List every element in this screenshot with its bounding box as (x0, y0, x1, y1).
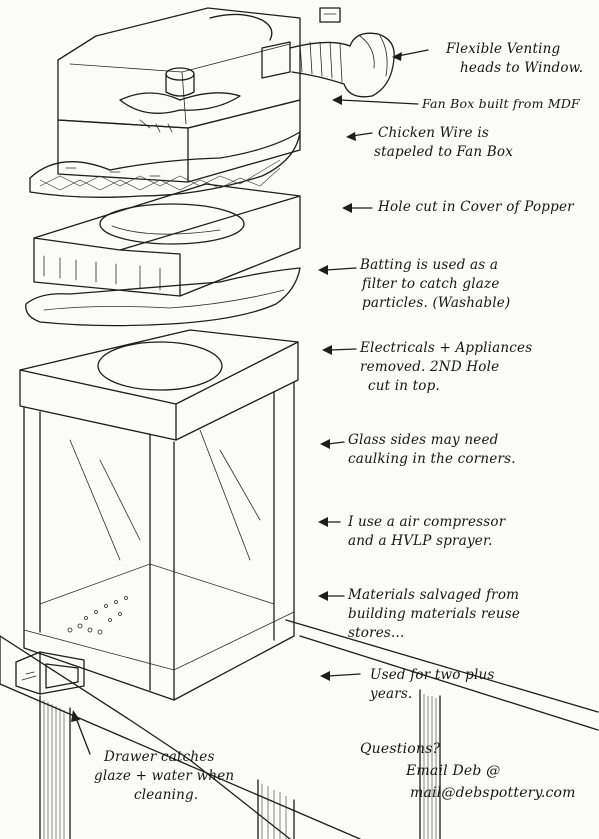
label-line: Glass sides may need (348, 432, 499, 448)
leader-arrows (71, 49, 429, 755)
label-line: stores... (348, 625, 405, 641)
label-line: Drawer catches (104, 749, 215, 765)
label-line: I use a air compressor (348, 514, 506, 530)
label-line: Flexible Venting (446, 41, 561, 57)
label-flexible-venting: Flexible Venting heads to Window. (446, 40, 583, 78)
booth-cabinet-drawing (15, 329, 299, 701)
label-chicken-wire: Chicken Wire is stapeled to Fan Box (374, 124, 513, 162)
fan-box-drawing (57, 7, 395, 183)
label-fan-box: Fan Box built from MDF (422, 94, 580, 113)
label-used: Used for two plus years. (370, 666, 494, 704)
chicken-wire-drawing (29, 131, 301, 198)
label-line: Batting is used as a (360, 257, 499, 273)
label-line: removed. 2ND Hole (360, 359, 500, 375)
label-line: and a HVLP sprayer. (348, 533, 493, 549)
label-line: Electricals + Appliances (360, 340, 533, 356)
label-glass-sides: Glass sides may need caulking in the cor… (348, 431, 516, 469)
label-materials: Materials salvaged from building materia… (348, 586, 520, 643)
label-line: Materials salvaged from (348, 587, 520, 603)
label-line: Used for two plus (370, 667, 495, 683)
contact-block: Questions? Email Deb @ mail@debspottery.… (360, 738, 576, 804)
label-line: years. (370, 686, 413, 702)
label-line: building materials reuse (348, 606, 521, 622)
label-line: stapeled to Fan Box (374, 144, 514, 160)
label-line: particles. (Washable) (362, 295, 511, 311)
label-line: Fan Box built from MDF (422, 96, 580, 111)
table-drawing (0, 619, 599, 839)
batting-drawing (25, 267, 301, 327)
label-line: caulking in the corners. (348, 451, 516, 467)
label-line: Chicken Wire is (378, 125, 489, 141)
label-batting: Batting is used as a filter to catch gla… (360, 256, 510, 313)
contact-question: Questions? (360, 741, 441, 757)
label-line: filter to catch glaze (362, 276, 500, 292)
contact-email-line: Email Deb @ (406, 763, 501, 779)
label-compressor: I use a air compressor and a HVLP spraye… (348, 513, 505, 551)
popper-cover-drawing (33, 183, 301, 297)
label-drawer: Drawer catches glaze + water when cleani… (94, 748, 234, 805)
label-line: cleaning. (134, 787, 199, 803)
contact-email-address[interactable]: mail@debspottery.com (410, 785, 576, 801)
label-line: heads to Window. (460, 60, 584, 76)
label-hole-cut: Hole cut in Cover of Popper (378, 198, 574, 217)
label-electricals: Electricals + Appliances removed. 2ND Ho… (360, 339, 532, 396)
label-line: glaze + water when (94, 768, 235, 784)
label-line: Hole cut in Cover of Popper (378, 199, 574, 215)
label-line: cut in top. (368, 378, 440, 394)
